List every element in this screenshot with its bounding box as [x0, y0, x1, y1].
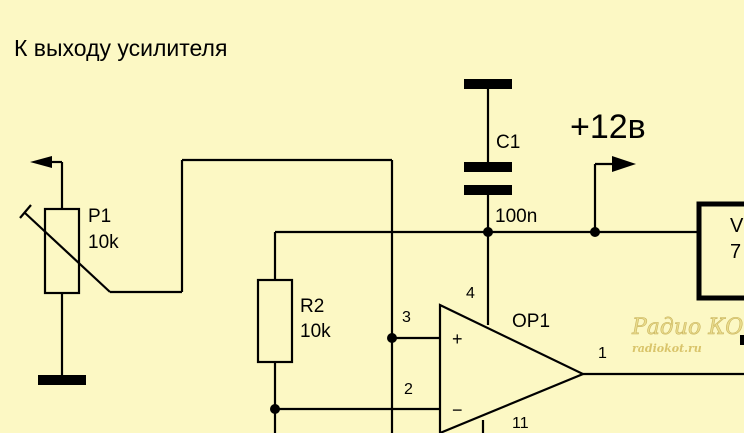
junction-dot — [483, 227, 493, 237]
watermark-logo: Радио КОТ — [631, 315, 744, 340]
pin-3-label: 3 — [402, 309, 411, 326]
potentiometer-p1 — [19, 156, 394, 433]
watermark-url: radiokot.ru — [632, 342, 702, 355]
pin-2-label: 2 — [404, 381, 413, 398]
supply-flag-12v — [593, 156, 636, 232]
opamp-plus-sign: + — [452, 329, 463, 349]
opamp-op1 — [438, 303, 586, 433]
c1-ref-label: C1 — [496, 132, 520, 153]
pin-11-label: 11 — [512, 415, 529, 432]
junction-dot — [387, 333, 397, 343]
regulator-label-line2: 7 — [730, 241, 741, 263]
capacitor-c1 — [464, 79, 512, 325]
voltage-regulator-box — [696, 201, 744, 301]
r2-value-label: 10k — [300, 321, 331, 342]
regulator-label-line1: V — [730, 215, 744, 237]
p1-value-label: 10k — [88, 232, 119, 253]
p1-ref-label: P1 — [88, 206, 111, 227]
junction-dot — [590, 227, 600, 237]
op1-ref-label: OP1 — [512, 311, 550, 332]
r2-ref-label: R2 — [300, 296, 324, 317]
opamp-minus-sign: − — [452, 400, 463, 420]
pin-4-label: 4 — [466, 285, 475, 302]
pin-1-label: 1 — [598, 345, 607, 362]
supply-voltage-label: +12в — [570, 108, 646, 146]
resistor-r2 — [256, 278, 294, 433]
diagram-title: К выходу усилителя — [14, 35, 227, 61]
junction-dot — [270, 404, 280, 414]
c1-value-label: 100n — [495, 206, 537, 227]
